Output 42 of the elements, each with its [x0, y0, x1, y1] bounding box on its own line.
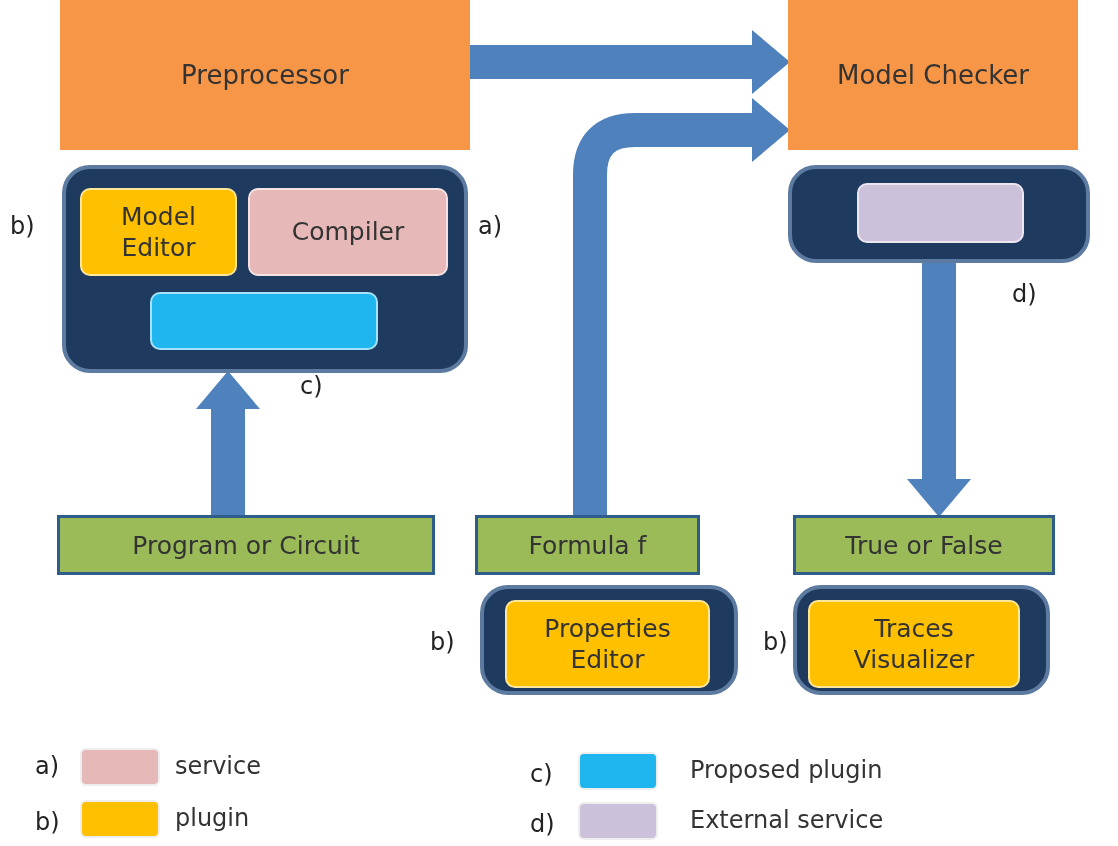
callout-letter: a) — [35, 752, 60, 780]
box-label: Model Editor — [119, 200, 198, 264]
header-box — [788, 0, 1078, 150]
callout-letter: c) — [300, 372, 323, 400]
input-box — [57, 515, 435, 575]
box-label: Model Checker — [836, 60, 1030, 90]
legend-text: plugin — [175, 804, 250, 832]
legend-text: Proposed plugin — [690, 756, 883, 784]
box-label: Compiler — [291, 216, 405, 248]
callout-letter: b) — [35, 808, 60, 836]
box-label: Program or Circuit — [132, 530, 360, 560]
box-label: True or False — [845, 530, 1003, 560]
block-arrow — [470, 30, 790, 94]
box-label: Preprocessor — [181, 60, 349, 90]
callout-letter: b) — [430, 628, 455, 656]
service-box — [857, 183, 1024, 243]
block-arrow — [573, 98, 790, 515]
callout-letter: d) — [1012, 280, 1037, 308]
box-label: Properties Editor — [543, 612, 672, 676]
block-arrow — [907, 263, 971, 517]
header-box — [60, 0, 470, 150]
plugin-box — [808, 600, 1020, 688]
service-box — [248, 188, 448, 276]
plugin-box — [150, 292, 378, 350]
legend-text: External service — [690, 806, 884, 834]
panel — [480, 585, 738, 695]
plugin-box — [80, 188, 237, 276]
panel — [793, 585, 1050, 695]
panel — [62, 165, 468, 373]
plugin-box — [505, 600, 710, 688]
callout-letter: c) — [530, 760, 553, 788]
box-label: Formula f — [528, 530, 647, 560]
callout-letter: a) — [478, 212, 503, 240]
legend-text: service — [175, 752, 261, 780]
callout-letter: d) — [530, 810, 555, 838]
callout-letter: b) — [10, 212, 35, 240]
block-arrow — [196, 371, 260, 515]
input-box — [475, 515, 700, 575]
output-box — [793, 515, 1055, 575]
panel — [788, 165, 1090, 263]
callout-letter: b) — [763, 628, 788, 656]
box-label: Traces Visualizer — [852, 612, 976, 676]
